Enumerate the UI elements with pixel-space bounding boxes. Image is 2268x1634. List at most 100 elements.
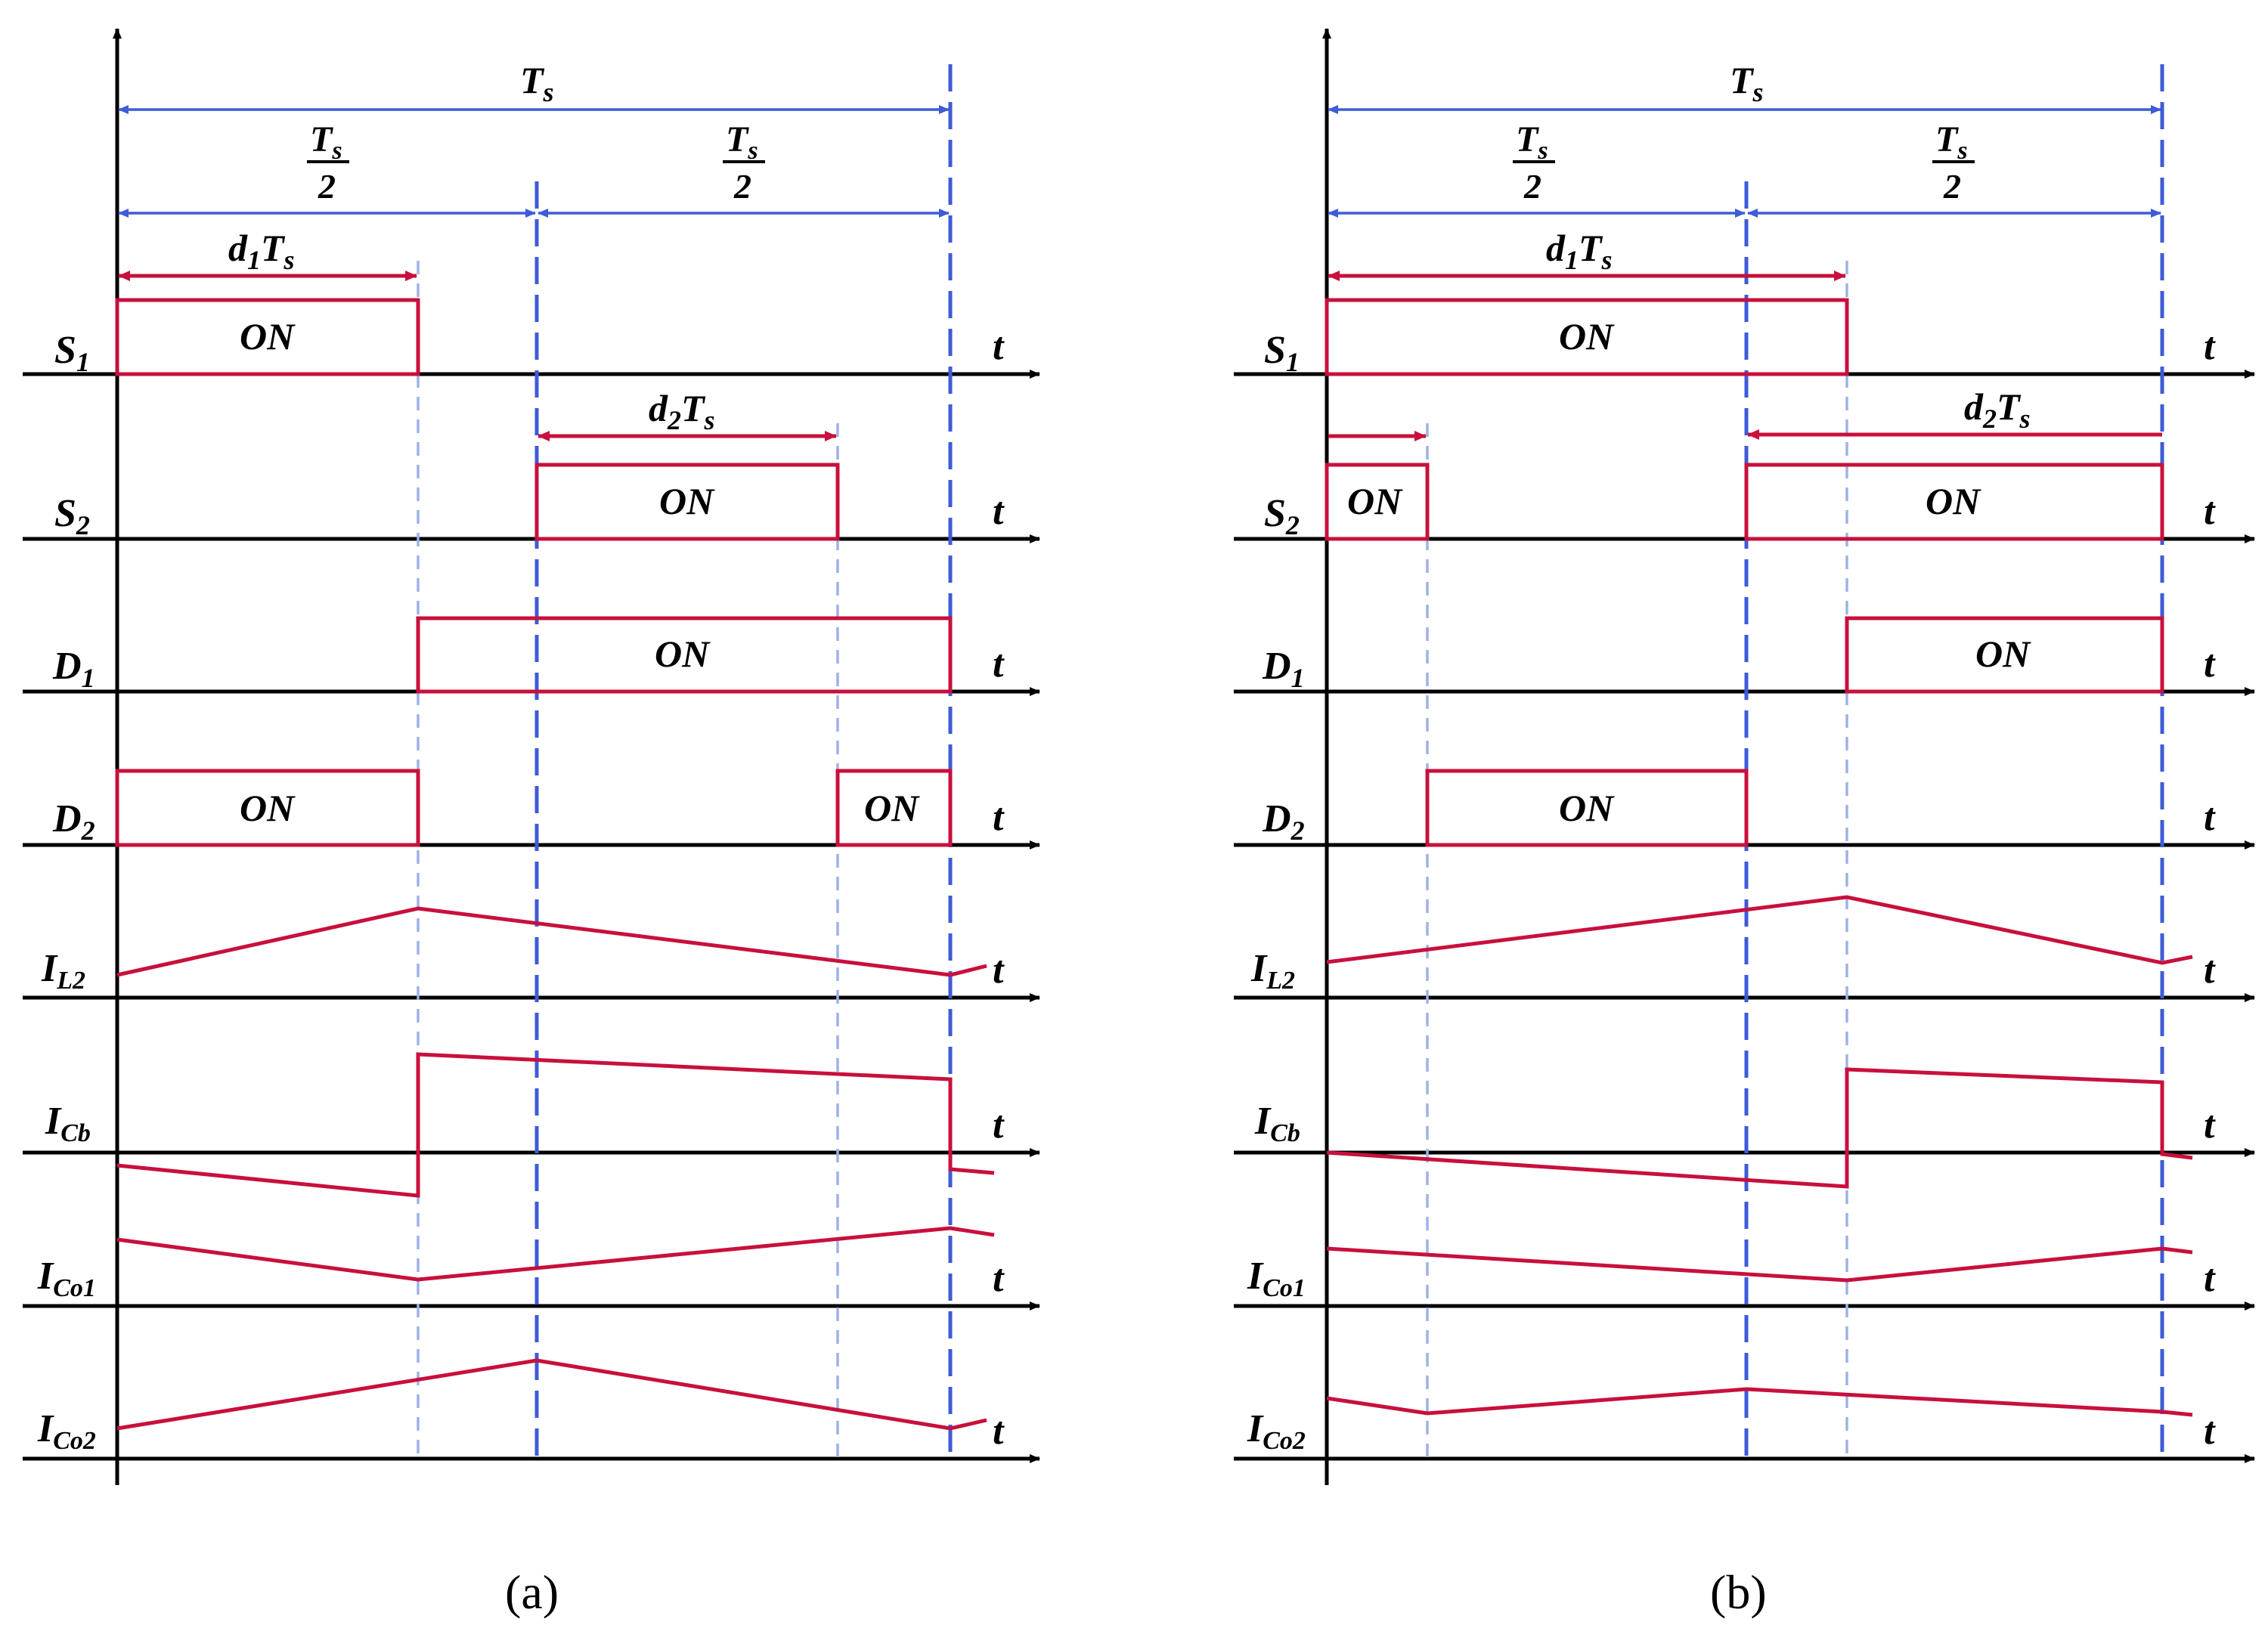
panel-b-guides (1426, 64, 2164, 1459)
panel-a-intervals (118, 105, 950, 218)
svg-text:IL2: IL2 (41, 947, 85, 995)
panel-b: Ts Ts 2 Ts 2 d1Ts d2Ts ON (1234, 28, 2255, 1619)
panel-b-pulse-d2 (1425, 769, 1749, 847)
svg-text:t: t (993, 796, 1005, 839)
panel-b-caption: (b) (1710, 1565, 1767, 1619)
panel-b-pulse-s2a (1325, 463, 1430, 541)
panel-b-d2-label: d2Ts (1964, 385, 2031, 434)
svg-text:t: t (2204, 1410, 2216, 1453)
svg-text:t: t (2204, 1103, 2216, 1147)
svg-text:t: t (993, 490, 1005, 533)
svg-text:t: t (993, 1257, 1005, 1300)
svg-text:S2: S2 (1264, 492, 1300, 540)
panel-a-pulses (115, 298, 953, 847)
panel-a-half-label-2: Ts 2 (723, 119, 765, 206)
panel-b-pulses (1325, 298, 2164, 847)
panel-a-wave-icb (116, 1052, 995, 1198)
panel-a-wave-il2 (116, 906, 987, 977)
svg-text:ICb: ICb (45, 1100, 91, 1147)
panel-b-on-s1: ON (1559, 315, 1615, 357)
panel-a-pulse-d1 (416, 616, 953, 694)
panel-b-currents (1326, 895, 2193, 1417)
panel-a-row-labels: S1 S2 D1 D2 IL2 ICb ICo1 ICo2 (37, 329, 96, 1455)
panel-a-axes (23, 28, 1040, 1485)
svg-text:t: t (2204, 490, 2216, 533)
panel-a-texts: Ts Ts 2 Ts 2 d1Ts d2Ts ON (37, 59, 1005, 1619)
panel-b-half-label-2: Ts 2 (1932, 119, 1975, 206)
svg-text:t: t (993, 325, 1005, 368)
panel-a-wave-ico2 (116, 1358, 987, 1431)
panel-a-d2-label: d2Ts (649, 387, 715, 435)
panel-b-wave-il2 (1326, 895, 2193, 965)
panel-a: Ts Ts 2 Ts 2 d1Ts d2Ts ON (23, 28, 1040, 1619)
svg-text:Ts: Ts (1935, 119, 1968, 165)
panel-a-caption: (a) (505, 1565, 559, 1619)
svg-text:ICo1: ICo1 (1247, 1255, 1306, 1302)
svg-text:t: t (993, 949, 1005, 992)
svg-text:t: t (2204, 949, 2216, 992)
panel-a-currents (116, 906, 995, 1431)
svg-text:2: 2 (1943, 167, 1961, 206)
panel-b-wave-icb (1326, 1067, 2193, 1189)
panel-b-pulse-d1 (1845, 616, 2164, 694)
svg-text:t: t (2204, 1257, 2216, 1300)
panel-a-wave-ico1 (116, 1226, 995, 1282)
panel-b-on-d1: ON (1975, 633, 2031, 675)
svg-text:ICo2: ICo2 (1247, 1407, 1306, 1455)
panel-b-on-s2a: ON (1347, 480, 1403, 522)
svg-text:D1: D1 (1262, 645, 1305, 693)
panel-a-guides (417, 64, 953, 1459)
panel-a-on-d2b: ON (864, 787, 920, 829)
svg-text:D2: D2 (1262, 797, 1305, 846)
panel-a-pulse-s2 (534, 463, 840, 541)
svg-text:IL2: IL2 (1250, 947, 1295, 995)
svg-text:2: 2 (733, 167, 751, 206)
panel-a-period-label: Ts (520, 59, 554, 107)
svg-text:ICo1: ICo1 (37, 1255, 96, 1302)
panel-a-pulse-d2b (835, 769, 953, 847)
panel-a-on-s2: ON (659, 480, 715, 522)
svg-text:D2: D2 (52, 797, 95, 846)
panel-b-row-labels: S1 S2 D1 D2 IL2 ICb ICo1 ICo2 (1247, 329, 1306, 1455)
panel-b-duty-arrows (1328, 271, 2162, 441)
svg-text:S2: S2 (54, 492, 90, 540)
panel-a-d1-label: d1Ts (228, 227, 295, 275)
panel-b-time-labels: t t t t t t t t (2204, 325, 2216, 1453)
panel-a-time-labels: t t t t t t t t (993, 325, 1005, 1453)
panel-a-on-s1: ON (240, 315, 296, 357)
svg-text:S1: S1 (54, 329, 90, 377)
svg-text:2: 2 (1523, 167, 1541, 206)
panel-b-axes (1234, 28, 2255, 1485)
panel-b-pulse-s1 (1325, 298, 1849, 376)
panel-a-pulse-d2a (115, 769, 420, 847)
panel-b-wave-ico2 (1326, 1387, 2193, 1417)
svg-text:S1: S1 (1264, 329, 1300, 377)
svg-text:Ts: Ts (310, 119, 342, 165)
panel-b-on-s2b: ON (1926, 480, 1981, 522)
svg-text:D1: D1 (52, 645, 95, 693)
panel-b-period-label: Ts (1730, 59, 1764, 107)
svg-text:t: t (993, 1410, 1005, 1453)
panel-b-d1-label: d1Ts (1546, 227, 1613, 275)
panel-b-intervals (1328, 105, 2161, 218)
panel-a-duty-arrows (118, 271, 837, 441)
svg-text:Ts: Ts (726, 119, 758, 165)
panel-a-half-label-1: Ts 2 (307, 119, 349, 206)
svg-text:t: t (993, 642, 1005, 685)
panel-b-pulse-s2b (1744, 463, 2164, 541)
svg-text:2: 2 (318, 167, 336, 206)
panel-b-half-label-1: Ts 2 (1513, 119, 1555, 206)
svg-text:t: t (2204, 325, 2216, 368)
panel-a-pulse-s1 (115, 298, 420, 376)
svg-text:ICo2: ICo2 (37, 1407, 96, 1455)
svg-text:Ts: Ts (1516, 119, 1548, 165)
panel-b-on-d2: ON (1559, 787, 1615, 829)
svg-text:t: t (2204, 642, 2216, 685)
panel-a-on-d1: ON (655, 633, 711, 675)
svg-text:ICb: ICb (1254, 1100, 1300, 1147)
panel-b-wave-ico1 (1326, 1246, 2193, 1283)
panel-b-texts: Ts Ts 2 Ts 2 d1Ts d2Ts ON (1247, 59, 2216, 1619)
svg-text:t: t (993, 1103, 1005, 1147)
